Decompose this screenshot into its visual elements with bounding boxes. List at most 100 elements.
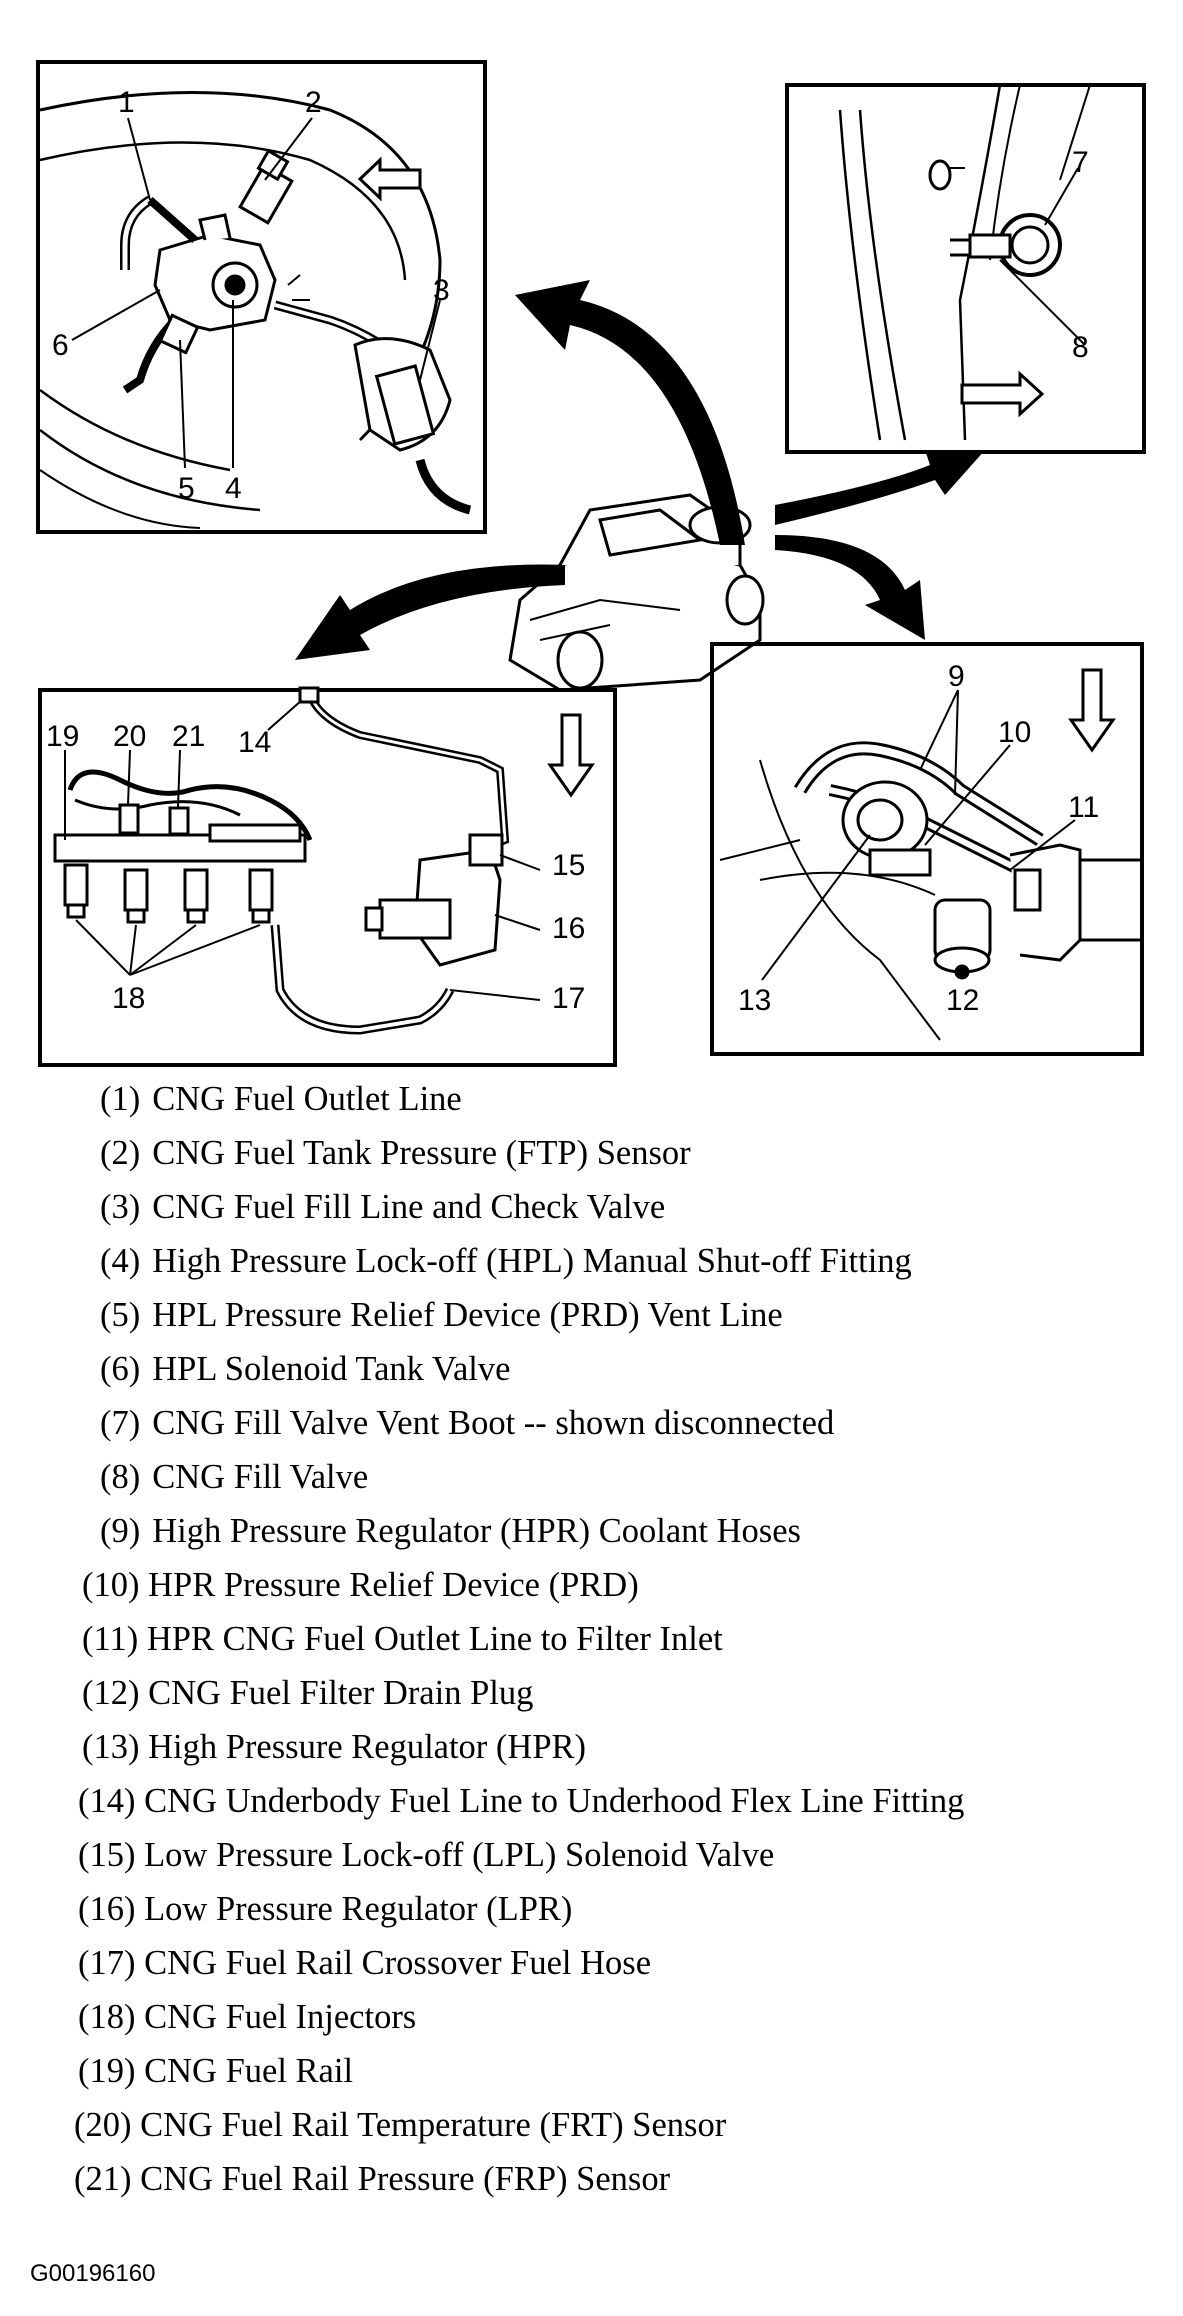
callout-13: 13 bbox=[738, 984, 771, 1017]
callout-16: 16 bbox=[552, 912, 585, 945]
legend-item: (4) High Pressure Lock-off (HPL) Manual S… bbox=[100, 1242, 912, 1281]
legend-label: High Pressure Regulator (HPR) bbox=[139, 1728, 587, 1766]
legend-number: (14) bbox=[78, 1782, 136, 1820]
legend-label: CNG Fuel Rail Pressure (FRP) Sensor bbox=[131, 2160, 671, 2198]
legend-number: (2) bbox=[100, 1134, 141, 1172]
low-pressure-regulator bbox=[364, 848, 502, 967]
callout-15: 15 bbox=[552, 849, 585, 882]
legend-item: (15) Low Pressure Lock-off (LPL) Solenoi… bbox=[78, 1836, 774, 1875]
callout-12: 12 bbox=[946, 984, 979, 1017]
fill-valve-vent-boot bbox=[928, 159, 965, 191]
callout-7: 7 bbox=[1072, 146, 1089, 179]
fuel-filter bbox=[933, 898, 992, 980]
forward-arrow-icon bbox=[960, 370, 1045, 418]
legend-number: (11) bbox=[82, 1620, 139, 1658]
component-locator-diagram: 1 2 3 4 5 6 7 8 9 10 11 12 13 14 15 16 1… bbox=[36, 60, 1146, 1067]
legend-item: (20) CNG Fuel Rail Temperature (FRT) Sen… bbox=[74, 2106, 726, 2145]
ftp-sensor bbox=[238, 148, 294, 225]
legend-number: (13) bbox=[82, 1728, 140, 1766]
legend-label: HPR CNG Fuel Outlet Line to Filter Inlet bbox=[138, 1620, 723, 1658]
callout-1: 1 bbox=[118, 86, 135, 119]
callout-17: 17 bbox=[552, 982, 585, 1015]
legend-number: (12) bbox=[82, 1674, 140, 1712]
legend-label: High Pressure Lock-off (HPL) Manual Shut… bbox=[152, 1242, 912, 1280]
frp-sensor bbox=[168, 806, 190, 836]
legend-item: (16) Low Pressure Regulator (LPR) bbox=[78, 1890, 572, 1929]
cng-fuel-rail bbox=[53, 823, 307, 863]
callout-18: 18 bbox=[112, 982, 145, 1015]
legend-number: (15) bbox=[78, 1836, 136, 1874]
callout-8: 8 bbox=[1072, 331, 1089, 364]
callout-9: 9 bbox=[948, 660, 965, 693]
legend-label: High Pressure Regulator (HPR) Coolant Ho… bbox=[152, 1512, 801, 1550]
callout-14: 14 bbox=[238, 726, 271, 759]
legend-number: (20) bbox=[74, 2106, 132, 2144]
down-arrow-icon bbox=[1068, 668, 1116, 753]
legend-item: (6) HPL Solenoid Tank Valve bbox=[100, 1350, 510, 1389]
callout-10: 10 bbox=[998, 716, 1031, 749]
hpl-solenoid-tank-valve bbox=[153, 213, 277, 332]
legend-number: (6) bbox=[100, 1350, 141, 1388]
fill-line-check-valve bbox=[273, 300, 472, 515]
legend-item: (5) HPL Pressure Relief Device (PRD) Vent… bbox=[100, 1296, 783, 1335]
panel-tank-valve bbox=[36, 60, 487, 534]
frt-sensor bbox=[118, 803, 140, 835]
panel-pressure-regulator bbox=[710, 642, 1144, 1056]
legend-item: (18) CNG Fuel Injectors bbox=[78, 1998, 416, 2037]
cng-fuel-injectors bbox=[63, 863, 274, 924]
legend-item: (13) High Pressure Regulator (HPR) bbox=[82, 1728, 586, 1767]
legend-number: (17) bbox=[78, 1944, 136, 1982]
legend-item: (17) CNG Fuel Rail Crossover Fuel Hose bbox=[78, 1944, 651, 1983]
callout-19: 19 bbox=[46, 720, 79, 753]
callout-3: 3 bbox=[433, 274, 450, 307]
high-pressure-regulator bbox=[841, 780, 932, 877]
legend-label: CNG Fuel Rail bbox=[135, 2052, 354, 2090]
legend-label: CNG Fuel Rail Temperature (FRT) Sensor bbox=[131, 2106, 727, 2144]
legend-item: (1) CNG Fuel Outlet Line bbox=[100, 1080, 462, 1119]
legend-label: CNG Fuel Fill Line and Check Valve bbox=[152, 1188, 666, 1226]
legend-item: (2)CNG Fuel Tank Pressure (FTP) Sensor bbox=[100, 1134, 691, 1173]
legend-label: CNG Fill Valve Vent Boot -- shown discon… bbox=[152, 1404, 835, 1442]
callout-20: 20 bbox=[113, 720, 146, 753]
legend-item: (12) CNG Fuel Filter Drain Plug bbox=[82, 1674, 533, 1713]
callout-2: 2 bbox=[305, 86, 322, 119]
legend-number: (8) bbox=[100, 1458, 141, 1496]
legend-item: (21) CNG Fuel Rail Pressure (FRP) Sensor bbox=[74, 2160, 670, 2199]
down-arrow-icon bbox=[547, 713, 595, 798]
legend-label: CNG Fuel Injectors bbox=[135, 1998, 417, 2036]
legend-number: (9) bbox=[100, 1512, 141, 1550]
callout-6: 6 bbox=[52, 329, 69, 362]
callout-11: 11 bbox=[1068, 791, 1099, 824]
legend-label: Low Pressure Lock-off (LPL) Solenoid Val… bbox=[135, 1836, 775, 1874]
legend-label: HPR Pressure Relief Device (PRD) bbox=[139, 1566, 639, 1604]
legend-number: (19) bbox=[78, 2052, 136, 2090]
legend-item: (11) HPR CNG Fuel Outlet Line to Filter … bbox=[82, 1620, 723, 1659]
legend-item: (14) CNG Underbody Fuel Line to Underhoo… bbox=[78, 1782, 964, 1821]
legend-label: CNG Underbody Fuel Line to Underhood Fle… bbox=[135, 1782, 965, 1820]
legend-item: (7) CNG Fill Valve Vent Boot -- shown dis… bbox=[100, 1404, 834, 1443]
lpl-solenoid-valve bbox=[468, 833, 504, 867]
legend-label: Low Pressure Regulator (LPR) bbox=[135, 1890, 573, 1928]
legend-number: (5) bbox=[100, 1296, 141, 1334]
legend-label: CNG Fuel Rail Crossover Fuel Hose bbox=[135, 1944, 652, 1982]
legend-number: (16) bbox=[78, 1890, 136, 1928]
legend-label: CNG Fill Valve bbox=[152, 1458, 369, 1496]
legend-item: (3)CNG Fuel Fill Line and Check Valve bbox=[100, 1188, 665, 1227]
legend-number: (7) bbox=[100, 1404, 141, 1442]
panel-fuel-rail bbox=[38, 686, 617, 1067]
legend-label: HPL Pressure Relief Device (PRD) Vent Li… bbox=[152, 1296, 783, 1334]
figure-code: G00196160 bbox=[30, 2260, 156, 2287]
forward-arrow-icon bbox=[357, 156, 422, 202]
cng-fill-valve bbox=[950, 213, 1062, 277]
legend-item: (19) CNG Fuel Rail bbox=[78, 2052, 353, 2091]
legend-number: (18) bbox=[78, 1998, 136, 2036]
legend-item: (10) HPR Pressure Relief Device (PRD) bbox=[82, 1566, 639, 1605]
legend-number: (1) bbox=[100, 1080, 141, 1118]
legend-number: (4) bbox=[100, 1242, 141, 1280]
legend-label: HPL Solenoid Tank Valve bbox=[152, 1350, 511, 1388]
legend-number: (10) bbox=[82, 1566, 140, 1604]
legend-label: CNG Fuel Outlet Line bbox=[152, 1080, 462, 1118]
callout-arrows bbox=[295, 280, 985, 660]
legend-item: (9) High Pressure Regulator (HPR) Coolant… bbox=[100, 1512, 801, 1551]
panel-fill-valve bbox=[785, 83, 1146, 454]
